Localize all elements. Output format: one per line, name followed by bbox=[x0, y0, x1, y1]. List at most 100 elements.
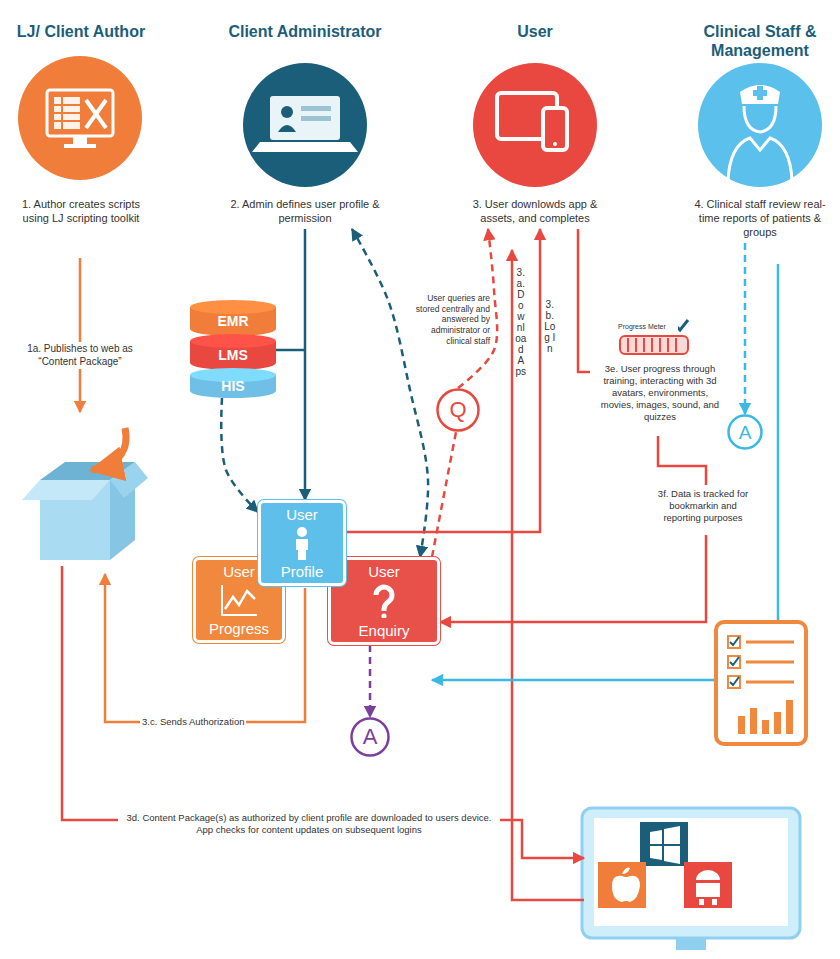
flow-lines-part bbox=[512, 250, 584, 900]
flow-connector bbox=[744, 243, 747, 414]
package-note: 3d. Content Package(s) as authorized by … bbox=[118, 811, 500, 837]
nurse-icon bbox=[698, 63, 822, 187]
flow-lines bbox=[62, 250, 778, 900]
devices-monitor-part bbox=[598, 862, 646, 908]
node-body: 2. Admin defines user profile & permissi… bbox=[230, 197, 380, 225]
circle-outline bbox=[729, 416, 762, 449]
progress-note: 3e. User progress through training, inte… bbox=[594, 362, 726, 423]
icon-part bbox=[381, 613, 386, 618]
author-icon-part bbox=[73, 136, 87, 144]
flow-connector bbox=[352, 229, 428, 557]
flow-connector bbox=[304, 229, 307, 500]
report-icon-part bbox=[762, 720, 769, 734]
flow-lines-part bbox=[432, 679, 714, 682]
devices-monitor-part bbox=[582, 808, 800, 938]
devices-monitor-part bbox=[612, 868, 640, 902]
connector-circle: A bbox=[727, 414, 763, 450]
database-disk: EMR bbox=[190, 300, 276, 336]
content-package-box bbox=[22, 428, 148, 560]
flow-lines-part bbox=[62, 566, 584, 858]
devices-monitor bbox=[582, 808, 800, 950]
query-note: User queries are stored centrally and an… bbox=[408, 292, 492, 347]
report-icon-part bbox=[746, 641, 794, 644]
devices-monitor-part bbox=[594, 818, 788, 926]
node-heading: Clinical Staff & Management bbox=[682, 22, 838, 60]
chart-icon bbox=[219, 583, 259, 617]
q-icon bbox=[364, 584, 404, 618]
admin-icon-part bbox=[278, 125, 296, 132]
circle-outline bbox=[438, 390, 479, 431]
flow-lines-part bbox=[79, 258, 82, 412]
admin-icon-part bbox=[301, 106, 331, 111]
nurse-icon-part bbox=[744, 106, 776, 132]
nurse-icon-part bbox=[740, 85, 780, 104]
node-heading: HIS bbox=[221, 378, 244, 394]
publish-note: 1a. Publishes to web as “Content Package… bbox=[10, 342, 150, 369]
admin-icon-part bbox=[252, 142, 358, 152]
progress-meter-part bbox=[628, 338, 676, 352]
report-icon-part bbox=[750, 708, 757, 734]
nurse-icon-part bbox=[753, 90, 767, 96]
report-icon-part bbox=[746, 681, 794, 684]
node-body: 4. Clinical staff review real-time repor… bbox=[685, 197, 835, 239]
author-icon-part bbox=[86, 100, 106, 128]
author-column: LJ/ Client Author1. Author creates scrip… bbox=[0, 22, 162, 229]
clinical-column: Clinical Staff & Management 4. Clinical s… bbox=[682, 22, 838, 243]
meter-caption: Progress Meter bbox=[616, 322, 678, 333]
node-heading: User bbox=[286, 506, 318, 523]
report-icon-part bbox=[738, 716, 745, 734]
admin-icon-part bbox=[301, 116, 331, 121]
node-heading: LMS bbox=[218, 347, 248, 363]
person-icon bbox=[282, 526, 322, 560]
user-icon-part bbox=[553, 142, 557, 146]
connectors bbox=[221, 229, 745, 717]
icon-part bbox=[222, 585, 257, 615]
progress-meter-part bbox=[620, 336, 688, 354]
download-label: 3.a. Download Aps bbox=[515, 266, 527, 378]
node-body: Profile bbox=[281, 563, 324, 580]
content-package-box-part bbox=[92, 428, 126, 470]
report-icon-part bbox=[774, 712, 781, 734]
devices-monitor-part bbox=[640, 822, 688, 866]
admin-icon-part bbox=[270, 96, 340, 140]
user-column: User 3. User downlowds app & assets, and … bbox=[455, 22, 615, 229]
admin-icon bbox=[243, 63, 367, 187]
nurse-icon-part bbox=[698, 63, 822, 187]
node-heading: User bbox=[368, 563, 400, 580]
devices-monitor-part bbox=[696, 870, 720, 905]
author-icon-part bbox=[64, 144, 96, 148]
node-heading: A bbox=[363, 726, 378, 748]
flow-lines-part bbox=[777, 264, 780, 620]
flow-connector bbox=[346, 229, 540, 532]
report-icon-part bbox=[716, 622, 806, 744]
icon-part bbox=[225, 591, 255, 609]
node-heading: A bbox=[739, 423, 752, 442]
report-icon-part bbox=[730, 637, 739, 685]
icon-part bbox=[296, 539, 308, 560]
node-heading: Q bbox=[449, 399, 466, 421]
flow-connector bbox=[221, 398, 258, 512]
flow-connector bbox=[369, 645, 372, 717]
node-heading: Client Administrator bbox=[225, 22, 385, 41]
disk-top bbox=[190, 300, 276, 314]
author-icon-part bbox=[61, 97, 63, 129]
report-icon bbox=[716, 622, 806, 744]
devices-monitor-part bbox=[676, 938, 706, 950]
devices-monitor-part bbox=[684, 862, 732, 908]
report-icon-part bbox=[786, 700, 793, 734]
author-icon-part bbox=[86, 100, 106, 128]
author-icon-part bbox=[54, 97, 80, 129]
node-body: 3. User downlowds app & assets, and comp… bbox=[465, 197, 605, 225]
content-package-box-part bbox=[110, 462, 148, 498]
report-icon-part bbox=[746, 661, 794, 664]
admin-icon-part bbox=[281, 106, 293, 118]
nurse-icon-part bbox=[728, 138, 792, 180]
node-heading: User bbox=[455, 22, 615, 41]
disk-top bbox=[190, 334, 276, 348]
content-package-box-part bbox=[22, 480, 110, 500]
admin-column: Client Administrator 2. Admin defines use… bbox=[225, 22, 385, 229]
node-body: Progress bbox=[209, 620, 269, 637]
author-icon-part bbox=[47, 90, 113, 136]
flow-lines-part bbox=[276, 349, 305, 352]
